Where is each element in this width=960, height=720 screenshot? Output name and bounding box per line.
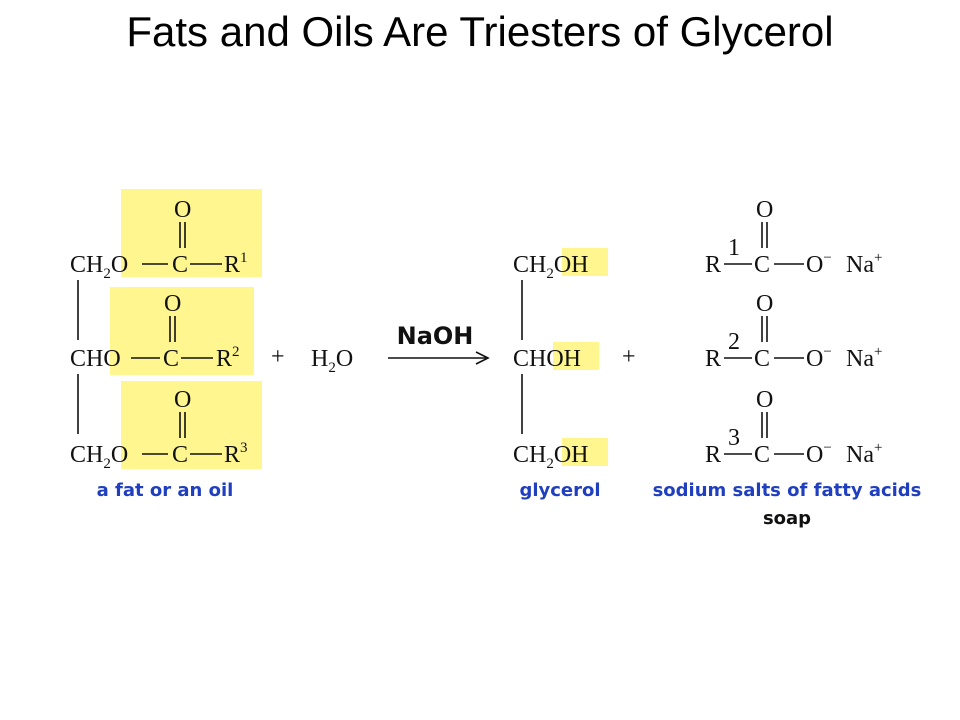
salt-carbon-1: C: [754, 252, 770, 278]
reactant-plus: +: [271, 344, 285, 370]
glycerol: CH2OH CHOH CH2OH glycerol: [513, 248, 608, 501]
salt-sodium-2: Na+: [846, 344, 882, 372]
carbonyl-carbon-3: C: [172, 442, 188, 468]
salt-r-group-3: R: [705, 442, 721, 468]
carbonyl-carbon-2: C: [163, 346, 179, 372]
glycerol-carbon-2: CHOH: [513, 346, 581, 372]
fat-carbon-2: CHO: [70, 346, 121, 372]
oh-highlight-2: [553, 342, 599, 370]
salt-carbonyl-oxygen-1: O: [756, 197, 773, 223]
salt-r-group-2: R: [705, 346, 721, 372]
ester-highlight-1: [121, 189, 262, 277]
fat-r-group-3: R3: [224, 440, 248, 468]
fat-r-group-2: R2: [216, 344, 240, 372]
carbonyl-oxygen-3: O: [174, 387, 191, 413]
salt-carbonyl-oxygen-3: O: [756, 387, 773, 413]
salt-carboxylate-2: O−: [806, 344, 832, 372]
salt-carbonyl-oxygen-2: O: [756, 291, 773, 317]
reaction-arrowhead: [475, 351, 490, 365]
salt-carboxylate-3: O−: [806, 440, 832, 468]
oh-highlight-1: [562, 248, 608, 276]
fat-caption: a fat or an oil: [97, 480, 234, 501]
product-plus: +: [622, 344, 636, 370]
salt-r-index-2: 2: [728, 329, 740, 355]
salt-r-group-1: R: [705, 252, 721, 278]
carbonyl-oxygen-2: O: [164, 291, 181, 317]
carbonyl-carbon-1: C: [172, 252, 188, 278]
salt-sodium-1: Na+: [846, 250, 882, 278]
page-title: Fats and Oils Are Triesters of Glycerol: [126, 8, 834, 55]
fat-carbon-3: CH2O: [70, 442, 128, 472]
triglyceride: CH2O C R1 O CHO C R2 O CH2O C R3: [70, 189, 262, 501]
salt-carbon-2: C: [754, 346, 770, 372]
salt-r-index-1: 1: [728, 235, 740, 261]
salts-caption: sodium salts of fatty acids: [653, 480, 922, 501]
glycerol-carbon-3: CH2OH: [513, 442, 589, 472]
salt-r-index-3: 3: [728, 425, 740, 451]
soap-caption: soap: [763, 508, 811, 529]
fat-carbon-1: CH2O: [70, 252, 128, 282]
fat-r-group-1: R1: [224, 250, 248, 278]
salt-carbon-3: C: [754, 442, 770, 468]
water-formula: H2O: [311, 346, 353, 376]
ester-highlight-2: [110, 287, 254, 375]
salt-carboxylate-1: O−: [806, 250, 832, 278]
glycerol-carbon-1: CH2OH: [513, 252, 589, 282]
glycerol-caption: glycerol: [519, 480, 600, 501]
carbonyl-oxygen-1: O: [174, 197, 191, 223]
sodium-salts: R 1 C O O− Na+ R 2 C O O− Na+ R 3: [653, 197, 922, 529]
oh-highlight-3: [562, 438, 608, 466]
catalyst-label: NaOH: [397, 322, 474, 350]
salt-sodium-3: Na+: [846, 440, 882, 468]
